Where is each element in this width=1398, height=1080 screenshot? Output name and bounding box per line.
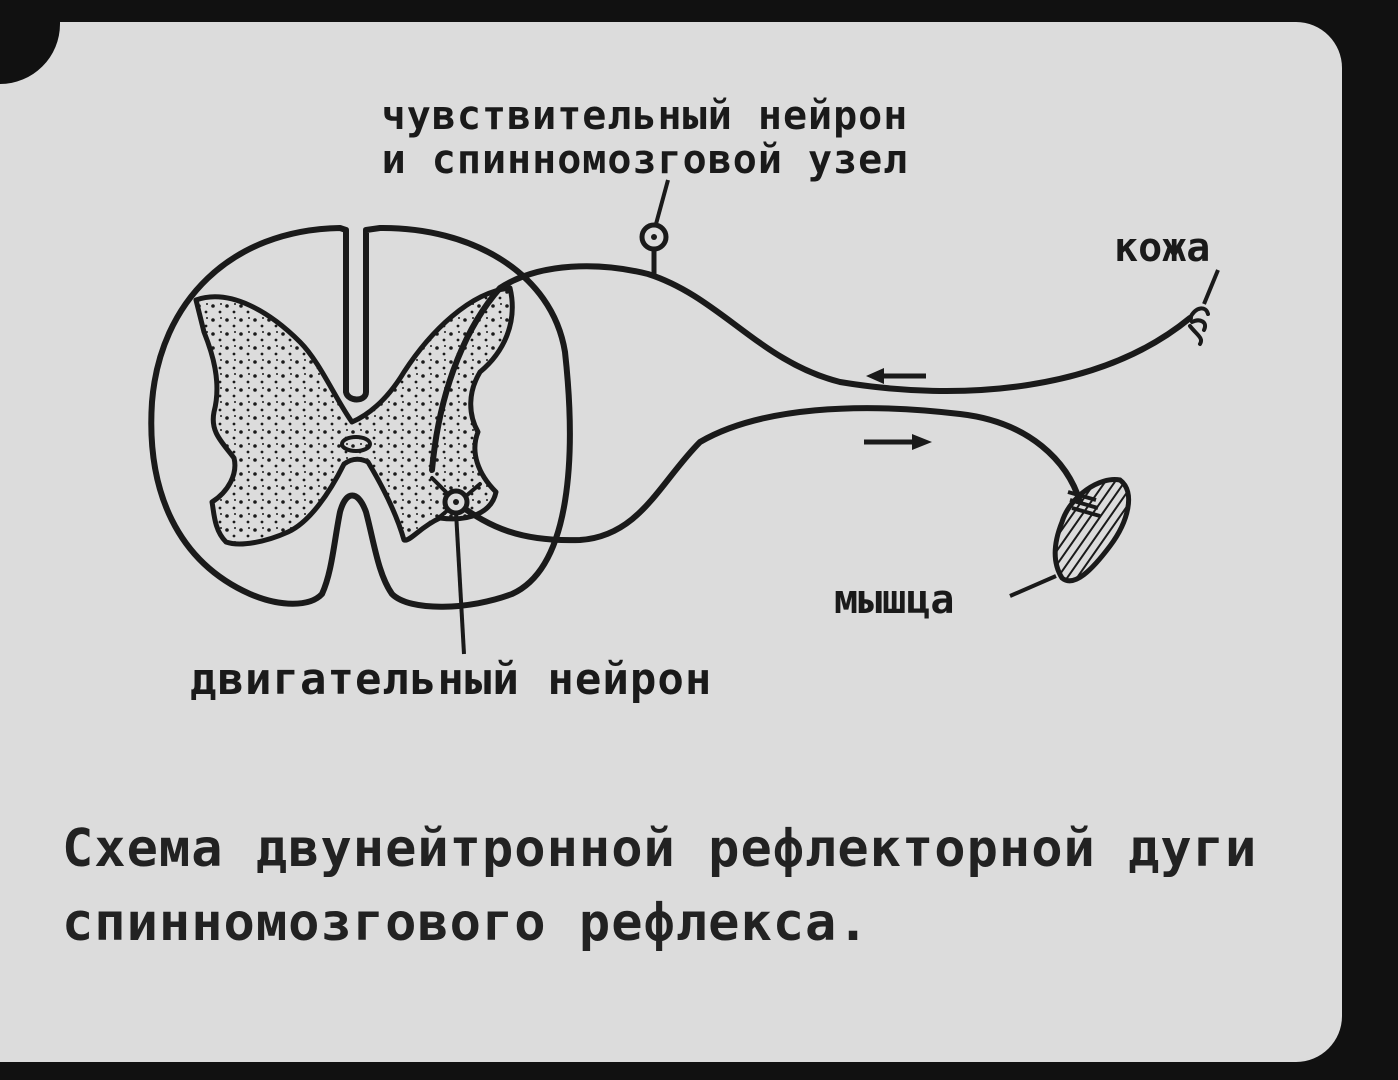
muscle-icon (1052, 477, 1132, 584)
afferent-arrow-icon (866, 368, 926, 384)
motor-neuron-nucleus (453, 499, 459, 505)
skin-receptor-icon (1188, 306, 1210, 346)
caption-line1: Схема двунейтронной рефлекторной дуги (62, 819, 1258, 879)
sensory-pathway (429, 179, 1220, 473)
muscle-pointer (1009, 574, 1057, 598)
spinal-cord-outline (148, 224, 573, 610)
motor-neuron-fiber (455, 405, 1083, 544)
motor-neuron-label: двигательный нейрон (190, 654, 713, 705)
diagram-caption: Схема двунейтронной рефлекторной дуги сп… (62, 812, 1332, 960)
motor-dendrites (430, 476, 482, 522)
motor-pathway (430, 405, 1132, 655)
central-canal (340, 435, 372, 453)
sensory-label-line1: чувствительный нейрон (381, 93, 909, 139)
sensory-label-line2: и спинномозговой узел (381, 137, 909, 183)
motor-neuron-pointer (454, 511, 466, 655)
ganglion-pointer (654, 179, 670, 225)
reflex-arc-diagram (148, 179, 1220, 655)
slide-card: чувствительный нейрон и спинномозговой у… (0, 22, 1342, 1062)
ganglion-nucleus (651, 234, 657, 240)
sensory-neuron-fiber (429, 263, 1193, 473)
efferent-arrow-icon (864, 434, 932, 450)
caption-line2: спинномозгового рефлекса. (62, 893, 870, 953)
sensory-neuron-label: чувствительный нейрон и спинномозговой у… (345, 94, 945, 182)
skin-label: кожа (1114, 225, 1211, 271)
skin-pointer (1202, 269, 1220, 305)
muscle-label: мышца (834, 577, 955, 623)
